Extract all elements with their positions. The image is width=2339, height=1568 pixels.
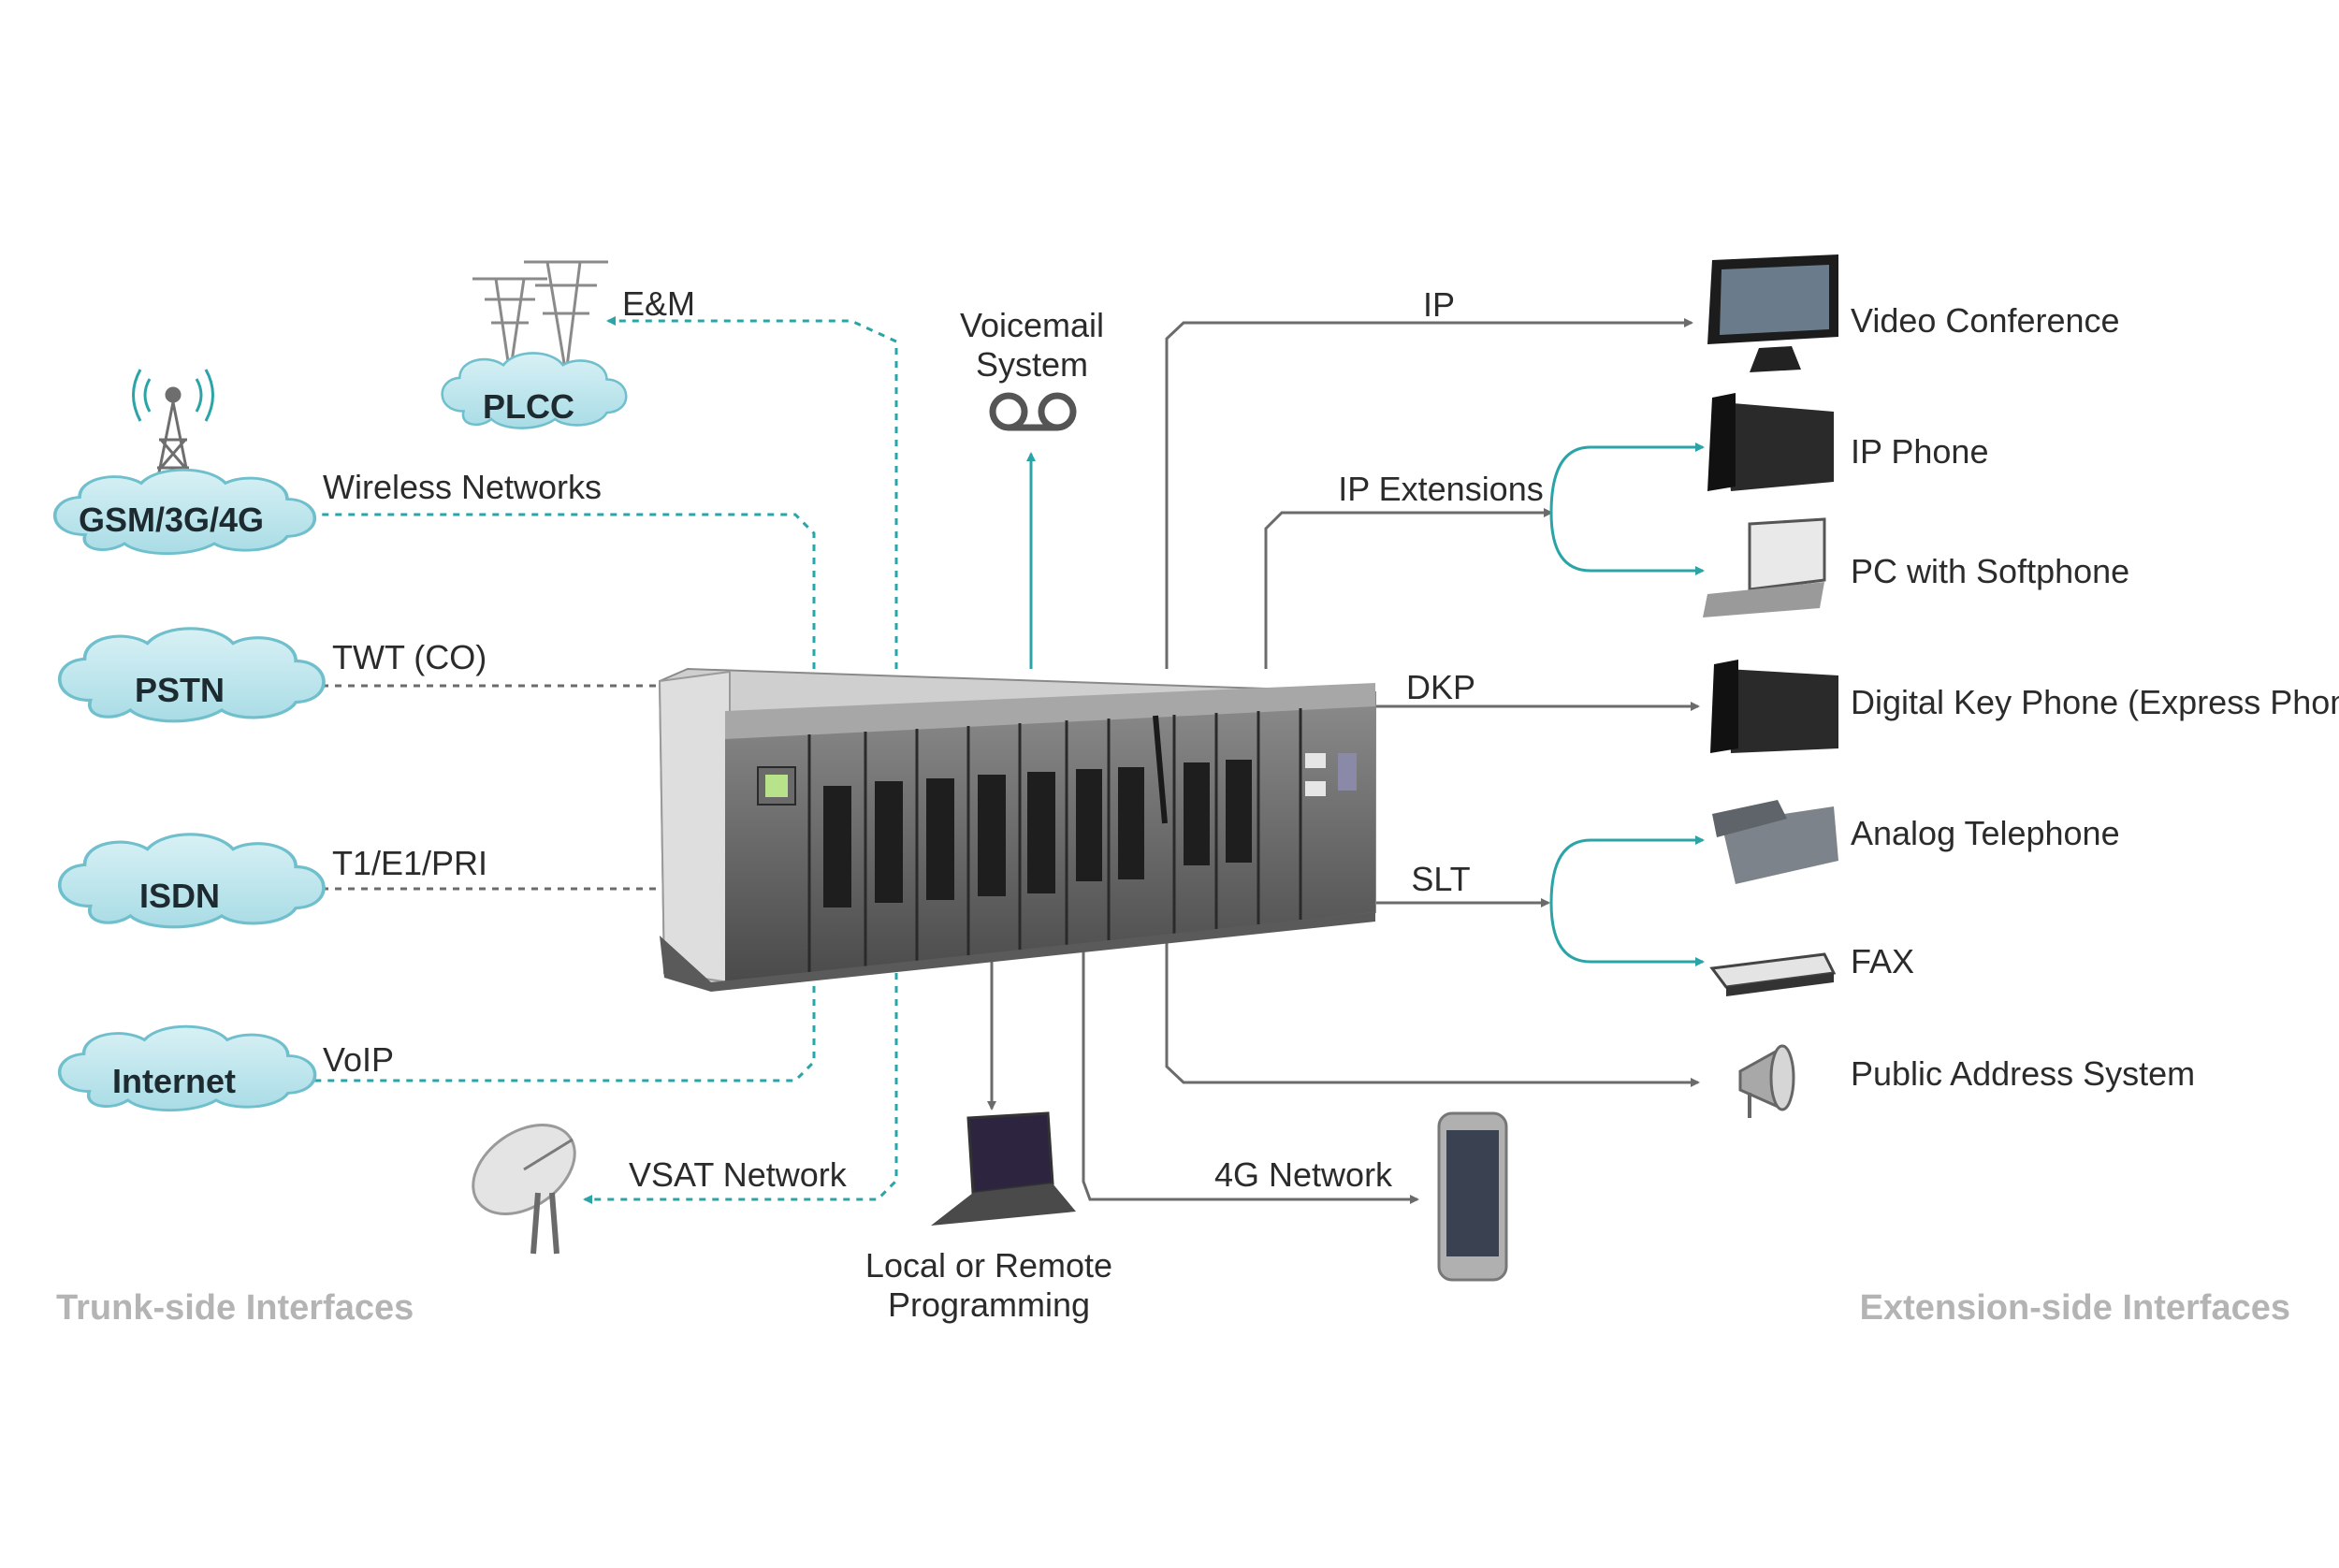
trunk-connection-lines xyxy=(279,316,898,1204)
extension-connection-lines xyxy=(1165,318,1705,1087)
extension-side-heading: Extension-side Interfaces xyxy=(1860,1288,2290,1328)
key-phone-icon xyxy=(1710,660,1838,753)
programming-label-line2: Programming xyxy=(888,1285,1090,1324)
link-label-wireless: Wireless Networks xyxy=(323,468,602,506)
device-label-key-phone: Digital Key Phone (Express Phone) xyxy=(1851,683,2339,721)
device-label-pc-softphone: PC with Softphone xyxy=(1851,552,2129,590)
cloud-internet: Internet xyxy=(57,1024,317,1112)
device-label-public-address: Public Address System xyxy=(1851,1054,2195,1093)
voicemail-label-line1: Voicemail xyxy=(960,306,1104,344)
device-label-analog-telephone: Analog Telephone xyxy=(1851,814,2120,852)
cloud-plcc: PLCC xyxy=(441,352,628,429)
cloud-label: PSTN xyxy=(135,671,225,709)
satellite-dish-icon xyxy=(472,1123,576,1255)
link-label-ip: IP xyxy=(1423,285,1455,324)
link-label-vsat: VSAT Network xyxy=(629,1155,848,1194)
cloud-label: GSM/3G/4G xyxy=(79,501,264,539)
cloud-gsm: GSM/3G/4G xyxy=(52,468,317,556)
link-label-t1e1pri: T1/E1/PRI xyxy=(332,844,487,882)
cloud-pstn: PSTN xyxy=(57,627,326,723)
smartphone-icon xyxy=(1437,1111,1508,1282)
central-connection-lines xyxy=(987,452,1419,1204)
voicemail-icon xyxy=(989,392,1077,431)
link-label-dkp: DKP xyxy=(1406,668,1475,706)
device-label-fax: FAX xyxy=(1851,942,1914,980)
fax-icon xyxy=(1709,952,1837,996)
device-label-ip-phone: IP Phone xyxy=(1851,432,1988,471)
link-label-ip-extensions: IP Extensions xyxy=(1338,470,1543,508)
link-label-em: E&M xyxy=(622,284,695,323)
laptop-icon xyxy=(931,1111,1076,1226)
cloud-isdn: ISDN xyxy=(57,833,326,929)
cloud-label: ISDN xyxy=(139,877,220,915)
link-label-4g: 4G Network xyxy=(1214,1155,1393,1194)
softphone-laptop-icon xyxy=(1703,517,1826,617)
ip-phone-icon xyxy=(1707,393,1834,491)
link-label-slt: SLT xyxy=(1411,860,1470,898)
device-label-video-conference: Video Conference xyxy=(1851,301,2120,340)
analog-telephone-icon xyxy=(1712,800,1838,884)
link-label-voip: VoIP xyxy=(323,1040,394,1079)
cloud-label: Internet xyxy=(112,1062,236,1100)
voicemail-label-line2: System xyxy=(976,345,1088,384)
video-monitor-icon xyxy=(1707,254,1838,372)
megaphone-icon xyxy=(1738,1044,1795,1118)
pylon-icon xyxy=(472,260,608,375)
trunk-side-heading: Trunk-side Interfaces xyxy=(56,1288,414,1328)
pbx-chassis xyxy=(658,667,1376,992)
programming-label-line1: Local or Remote xyxy=(865,1246,1112,1285)
link-label-twt: TWT (CO) xyxy=(332,638,487,676)
cloud-label: PLCC xyxy=(483,387,574,426)
cell-tower-icon xyxy=(132,369,214,497)
